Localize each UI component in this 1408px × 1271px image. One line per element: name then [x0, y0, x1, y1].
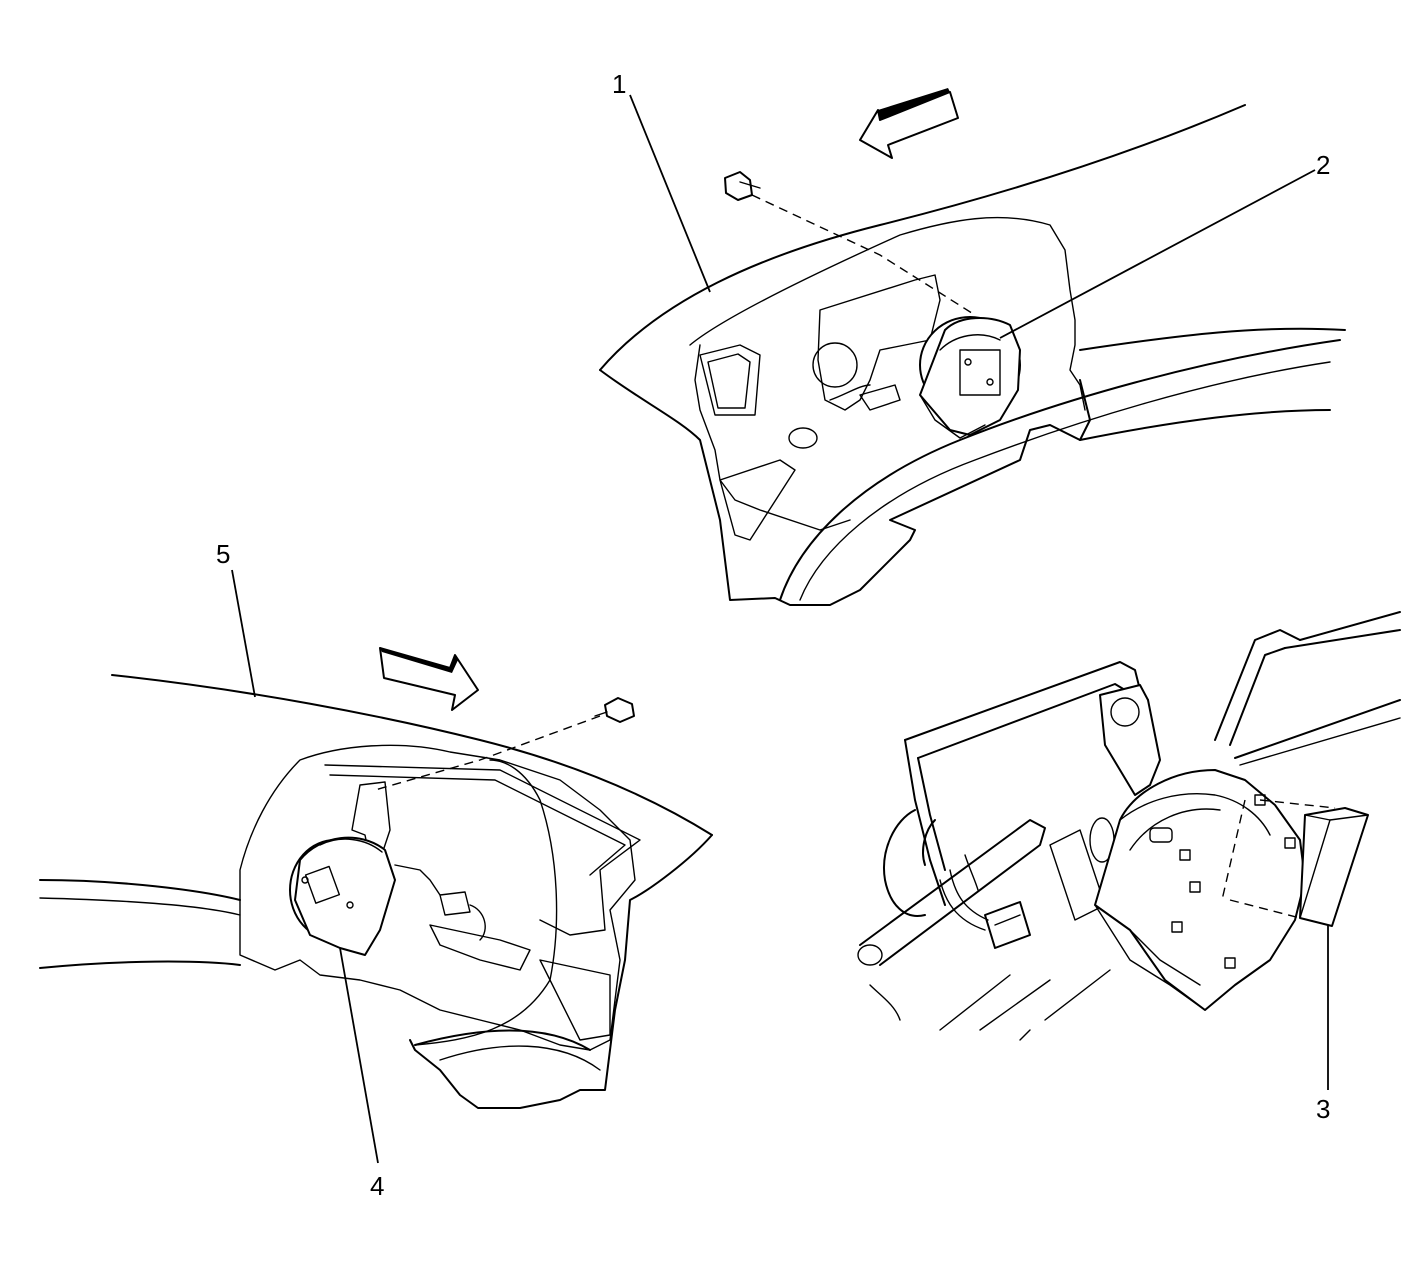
- frame-right-upper-inner: [1229, 647, 1286, 746]
- wheel-arch-lower: [414, 1029, 591, 1051]
- callout-5: 5: [216, 539, 230, 569]
- callout-4: 4: [370, 1171, 384, 1201]
- inner-liner-upper: [689, 216, 1086, 411]
- body-crease-left-3: [39, 960, 241, 969]
- wheel-arch-upper: [779, 339, 1341, 601]
- grommet-detail-inner: [922, 819, 936, 866]
- horn-detail: [1094, 769, 1306, 1011]
- liner-rib-lower: [324, 764, 641, 936]
- bolt-path-upper: [751, 194, 976, 316]
- body-crease-left-1: [39, 879, 241, 901]
- horn-terminal: [1149, 827, 1173, 843]
- liner-cutout-2: [719, 459, 796, 541]
- connector-lower: [439, 891, 471, 916]
- liner-slot-lower: [429, 924, 531, 971]
- label-path-bottom: [1229, 899, 1301, 919]
- connector-detail: [984, 901, 1031, 949]
- label-path-side: [1221, 799, 1246, 901]
- horn-bracket-detail: [1099, 684, 1161, 796]
- callout-leaders: [231, 94, 1329, 1164]
- wire-detail-1: [939, 879, 986, 931]
- lower-fender-view: [39, 674, 713, 1109]
- frame-right-upper: [1214, 629, 1301, 741]
- forward-direction-arrow-upper: [859, 88, 959, 159]
- leader-2: [999, 169, 1316, 339]
- leader-1: [629, 94, 711, 293]
- harness-pipe-end: [857, 944, 883, 966]
- connector-detail-latch: [994, 914, 1021, 926]
- horn-bracket-frame: [817, 274, 941, 411]
- upper-fender-view: [599, 104, 1346, 606]
- bolt-lower: [594, 697, 635, 723]
- body-crease-left-2: [39, 897, 241, 916]
- inner-liner-lower: [239, 744, 636, 1051]
- liner-hole: [788, 427, 818, 449]
- detail-dash-4: [1019, 1029, 1031, 1041]
- inner-liner-edge: [694, 344, 851, 531]
- liner-cutout-1-inner: [707, 353, 751, 409]
- grommet: [812, 342, 858, 388]
- leader-4: [339, 947, 379, 1164]
- detail-curve: [869, 984, 901, 1021]
- wire-detail-2: [949, 869, 989, 921]
- wire-detail-3: [964, 854, 979, 891]
- frame-top-right-inner: [1284, 629, 1401, 649]
- detail-view-horn: [857, 611, 1401, 1041]
- wire-lower: [469, 904, 486, 941]
- horn-2: [919, 316, 1021, 439]
- fender-lower-outline-lower: [409, 834, 713, 1109]
- wheel-arch-lower-inner: [439, 1045, 601, 1071]
- frame-mid-right: [1234, 699, 1401, 759]
- horn-label-3: [1299, 807, 1369, 927]
- harness-pipe: [859, 819, 1046, 966]
- callout-1: 1: [612, 69, 626, 99]
- detail-dash-2: [979, 979, 1051, 1031]
- grommet-detail-outer: [883, 809, 926, 917]
- frame-left-rail: [904, 739, 946, 906]
- detail-dash-3: [1044, 969, 1111, 1021]
- callout-2: 2: [1316, 150, 1330, 180]
- horn-4: [289, 836, 396, 956]
- label-path-top: [1259, 799, 1336, 809]
- forward-direction-arrow-lower: [379, 647, 479, 711]
- detail-dash-1: [939, 974, 1011, 1031]
- bracket-stud: [1110, 697, 1140, 727]
- liner-rib-lower-inner: [329, 774, 626, 876]
- liner-cutout-1: [699, 344, 761, 416]
- frame-left-rail-inner: [917, 757, 946, 871]
- connector-upper: [859, 384, 901, 411]
- body-crease-upper: [1079, 327, 1346, 351]
- frame-top-right: [1299, 611, 1401, 641]
- horn-label-3-fold: [1299, 819, 1331, 919]
- wire-upper: [829, 384, 871, 401]
- fender-outline-lower: [111, 674, 713, 836]
- wire-loop-lower: [414, 759, 558, 1046]
- fender-outline-upper: [599, 104, 1246, 371]
- wheel-arch-inner: [799, 361, 1331, 601]
- frame-upper-rail-inner: [917, 683, 1126, 759]
- harness-lower: [394, 864, 441, 896]
- frame-mid-right-inner: [1239, 717, 1401, 766]
- fender-lower-outline-upper: [599, 369, 1091, 606]
- bolt-path-lower: [374, 715, 601, 791]
- liner-cutout-lower: [539, 959, 611, 1041]
- leader-5: [231, 569, 256, 698]
- body-crease-lower: [1079, 409, 1331, 441]
- callout-3: 3: [1316, 1094, 1330, 1124]
